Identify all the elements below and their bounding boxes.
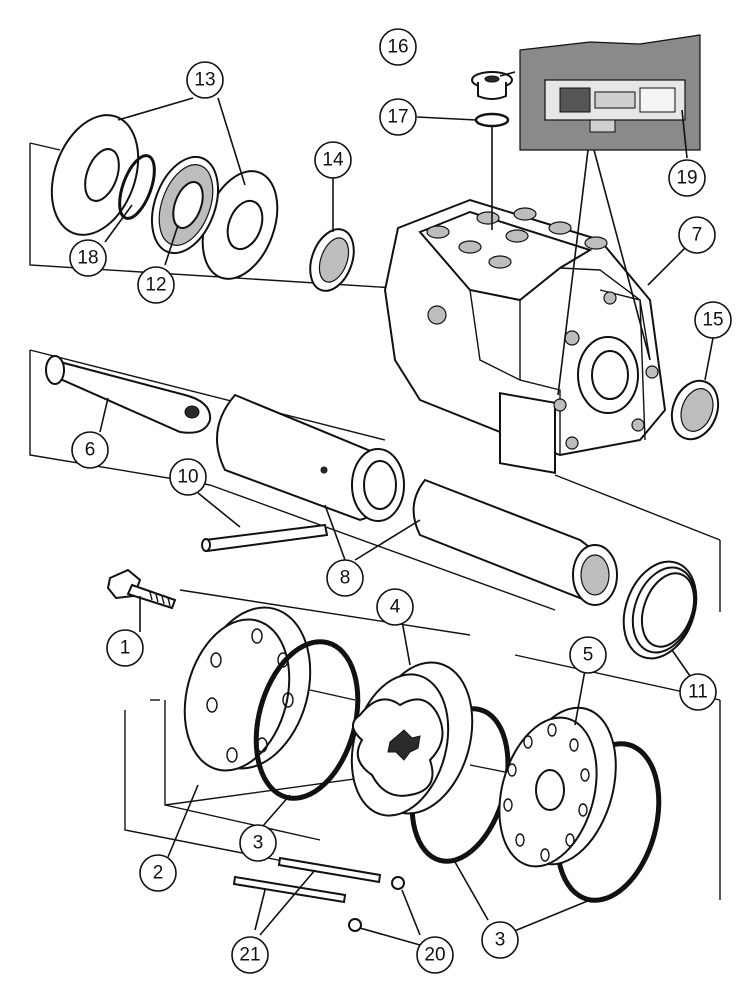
callout-1: 1 (106, 629, 144, 667)
callout-18: 18 (69, 239, 107, 277)
spool-part-8 (412, 478, 618, 606)
callout-2: 2 (139, 854, 177, 892)
valve-housing-part-7 (383, 198, 667, 475)
callout-2-label: 2 (153, 863, 164, 884)
o-ring-part-17 (474, 112, 510, 128)
callout-17: 17 (379, 98, 417, 136)
callout-3-lower-label: 3 (495, 930, 506, 951)
callout-20: 20 (416, 936, 454, 974)
callout-21: 21 (231, 936, 269, 974)
callout-6: 6 (71, 431, 109, 469)
callout-15: 15 (694, 301, 732, 339)
callout-3-lower: 3 (481, 921, 519, 959)
callout-15-label: 15 (702, 310, 723, 331)
callout-13: 13 (186, 61, 224, 99)
callout-8-label: 8 (340, 568, 351, 589)
needle-bearing-part-12 (151, 155, 219, 255)
seal-part-15 (670, 379, 720, 441)
bolt-part-1 (106, 568, 177, 610)
sleeve-part-8 (216, 393, 405, 522)
washer-part-13-left (50, 114, 140, 236)
callout-3-upper: 3 (239, 824, 277, 862)
callout-19-label: 19 (676, 168, 697, 189)
callout-4: 4 (376, 588, 414, 626)
plate-part-5 (498, 706, 617, 868)
callout-20-label: 20 (424, 945, 445, 966)
snap-ring-part-18 (118, 154, 156, 220)
callout-6-label: 6 (85, 440, 96, 461)
callout-12: 12 (137, 266, 175, 304)
callout-8: 8 (326, 559, 364, 597)
callout-1-label: 1 (120, 638, 131, 659)
callout-12-label: 12 (145, 275, 166, 296)
callout-21-label: 21 (239, 945, 260, 966)
o-ring-part-3-a (253, 639, 361, 801)
callout-5: 5 (569, 636, 607, 674)
centering-springs-part-11 (622, 560, 698, 660)
pin-part-10 (201, 523, 329, 553)
washer-part-13-right (201, 170, 279, 280)
cutaway-inset-part-19 (519, 34, 701, 151)
callout-5-label: 5 (583, 645, 594, 666)
callout-3-upper-label: 3 (253, 833, 264, 854)
gerotor-part-4 (350, 661, 474, 817)
callout-17-label: 17 (387, 107, 408, 128)
callout-14-label: 14 (322, 150, 344, 171)
callout-11: 11 (679, 673, 717, 711)
seal-part-14 (309, 228, 355, 292)
callout-10: 10 (169, 458, 207, 496)
drive-shaft-part-6 (45, 355, 212, 434)
callout-10-label: 10 (177, 467, 198, 488)
callout-7: 7 (678, 216, 716, 254)
callout-14: 14 (314, 141, 352, 179)
callout-16-label: 16 (387, 37, 408, 58)
callout-16: 16 (379, 28, 417, 66)
check-balls-part-20 (348, 876, 405, 932)
callout-18-label: 18 (77, 248, 98, 269)
callout-13-label: 13 (194, 70, 215, 91)
callout-7-label: 7 (692, 225, 703, 246)
callout-4-label: 4 (390, 597, 401, 618)
pins-part-21 (232, 856, 382, 904)
callout-19: 19 (668, 159, 706, 197)
plug-part-16 (471, 71, 513, 100)
end-cap-part-2 (183, 606, 312, 772)
callout-11-label: 11 (688, 682, 708, 703)
